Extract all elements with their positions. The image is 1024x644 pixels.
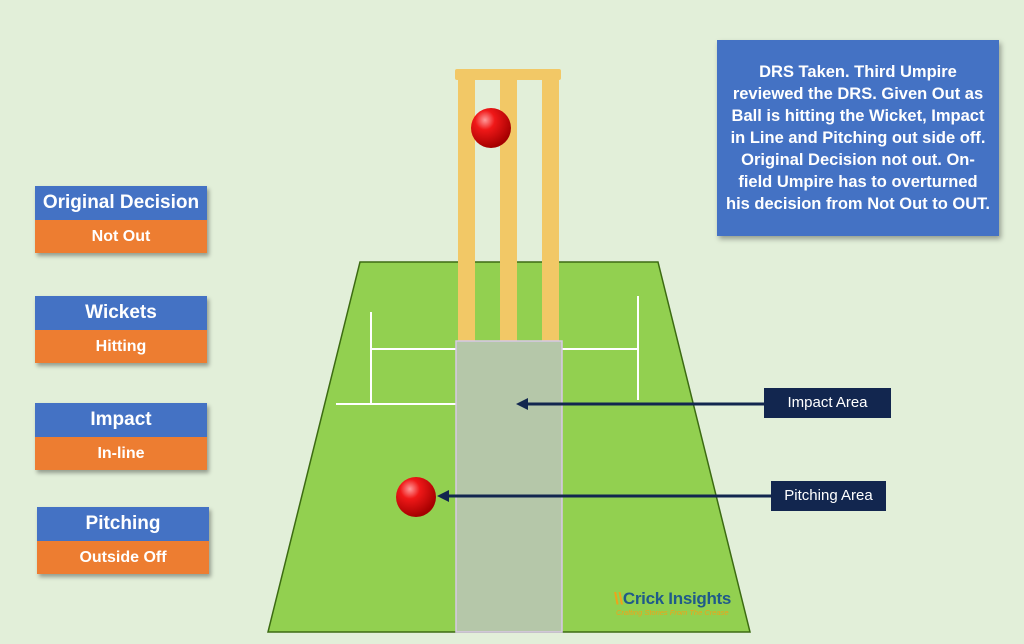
verdict-text: DRS Taken. Third Umpire reviewed the DRS…	[726, 63, 990, 213]
card-value: Outside Off	[37, 541, 209, 574]
stumps	[455, 69, 561, 348]
impact-arrow	[516, 398, 764, 410]
ball-pitching-point	[396, 477, 436, 517]
wickets-card: Wickets Hitting	[35, 296, 207, 363]
card-title: Impact	[35, 403, 207, 437]
brand-name-text: Crick Insights	[622, 589, 732, 608]
pitching-area-label: Pitching Area	[771, 481, 886, 511]
impact-area-label: Impact Area	[764, 388, 891, 418]
wicket-zone	[455, 340, 563, 633]
brand-logo: \\Crick Insights Crafting Stories From T…	[614, 590, 731, 618]
card-title: Pitching	[37, 507, 209, 541]
verdict-box: DRS Taken. Third Umpire reviewed the DRS…	[717, 40, 999, 236]
card-value: In-line	[35, 437, 207, 470]
pitching-arrow	[437, 490, 771, 502]
original-decision-card: Original Decision Not Out	[35, 186, 207, 253]
ball-at-stumps	[471, 108, 511, 148]
brand-tagline: Crafting Stories From The Crease	[616, 608, 729, 617]
card-value: Hitting	[35, 330, 207, 363]
card-title: Original Decision	[35, 186, 207, 220]
pitching-card: Pitching Outside Off	[37, 507, 209, 574]
card-title: Wickets	[35, 296, 207, 330]
impact-card: Impact In-line	[35, 403, 207, 470]
card-value: Not Out	[35, 220, 207, 253]
brand-name: \\Crick Insights	[614, 590, 731, 608]
brand-slashes: \\	[614, 589, 623, 608]
